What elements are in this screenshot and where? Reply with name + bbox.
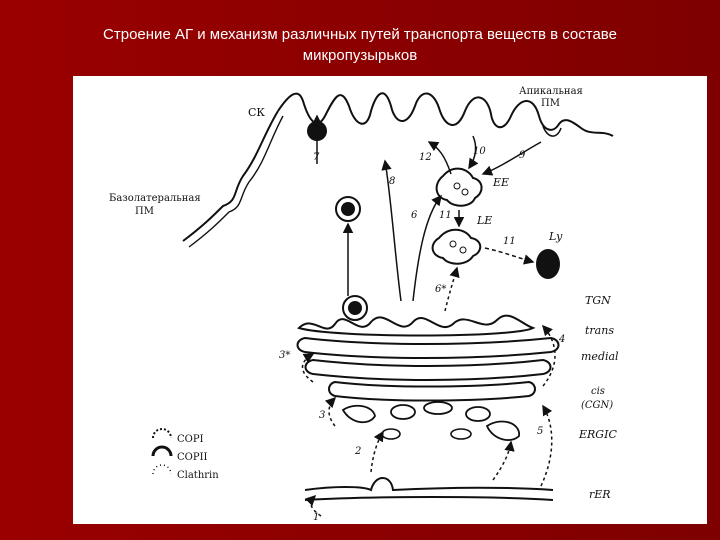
path-arrow-1 <box>304 494 322 517</box>
apical-pit <box>542 125 562 137</box>
num-4: 4 <box>558 334 565 345</box>
label-basolateral-1: Базолатеральная <box>109 193 201 204</box>
path-arrow-6plus <box>444 266 460 312</box>
ergic-vesicle <box>381 428 401 440</box>
path-arrow-11 <box>484 247 535 265</box>
cgn-fragment <box>341 404 376 424</box>
le-vesicle <box>449 240 457 248</box>
legend-label-copi: COPI <box>177 434 204 445</box>
late-endosome <box>431 228 482 265</box>
le-vesicle <box>459 246 467 254</box>
trans-cisterna <box>296 336 560 359</box>
label-trans: trans <box>585 324 614 337</box>
lysosome <box>536 249 560 279</box>
ee-vesicle <box>461 188 469 196</box>
label-ee: EE <box>492 176 509 189</box>
label-tgn: TGN <box>585 294 611 307</box>
num-12: 12 <box>419 152 432 163</box>
path-arrow-5b <box>492 440 515 481</box>
num-1: 1 <box>313 512 319 523</box>
num-6: 6 <box>411 210 418 221</box>
label-ck: СК <box>248 106 265 119</box>
num-2: 2 <box>354 446 361 457</box>
legend-label-clathrin: Clathrin <box>177 470 219 481</box>
path-arrow-2 <box>370 430 384 473</box>
num-7: 7 <box>313 152 320 163</box>
num-11b: 11 <box>503 236 516 247</box>
label-ergic: ERGIC <box>578 428 617 441</box>
path-arrow-3 <box>324 396 337 427</box>
num-10: 10 <box>473 146 486 157</box>
label-apical-1: Апикальная <box>519 86 583 97</box>
label-ly: Ly <box>548 230 563 243</box>
path-arrow-8 <box>381 159 402 302</box>
num-6plus: 6* <box>435 284 446 295</box>
copii-coat-icon <box>151 445 173 457</box>
label-cgn: (CGN) <box>581 400 613 411</box>
title-line-1: Строение АГ и механизм различных путей т… <box>103 26 617 43</box>
path-arrow-10 <box>468 135 479 170</box>
cgn-fragment <box>423 401 453 415</box>
path-arrow-4 <box>542 324 556 387</box>
path-arrow-9 <box>481 141 542 176</box>
apical-membrane <box>277 92 614 137</box>
label-le: LE <box>476 214 492 227</box>
path-arrow-12 <box>427 141 452 175</box>
legend-label-copii: COPII <box>177 452 208 463</box>
medial-cisterna <box>304 358 552 381</box>
num-3plus: 3* <box>279 350 290 361</box>
num-9: 9 <box>519 150 526 161</box>
path-arrow-6 <box>412 194 442 302</box>
cgn-fragment <box>390 404 416 420</box>
cis-cisterna <box>328 380 536 402</box>
vesicle-middle <box>341 202 355 216</box>
basolateral-membrane-inner <box>188 115 284 248</box>
label-basolateral-2: ПМ <box>135 206 154 217</box>
num-11a: 11 <box>439 210 452 221</box>
legend: COPI COPII Clathrin <box>151 428 219 481</box>
tgn-cisterna <box>297 314 536 337</box>
ee-vesicle <box>453 182 461 190</box>
num-5: 5 <box>537 426 543 437</box>
rough-er-lower <box>304 496 554 501</box>
cgn-fragment <box>465 406 491 422</box>
num-8: 8 <box>389 176 395 187</box>
slide-title: Строение АГ и механизм различных путей т… <box>40 24 680 66</box>
label-apical-2: ПМ <box>541 98 560 109</box>
label-medial: medial <box>581 350 619 363</box>
ergic-fragment <box>485 420 520 441</box>
vesicle-lower-outer <box>342 295 368 321</box>
copi-coat-icon <box>152 428 172 439</box>
label-cis: cis <box>591 386 605 397</box>
diagram-svg: СК Апикальная ПМ Базолатеральная ПМ EE L… <box>109 86 619 523</box>
path-arrow-3plus <box>301 353 315 383</box>
ergic-vesicle <box>450 428 472 440</box>
vesicle-middle-outer <box>335 196 361 222</box>
clathrin-coat-icon <box>152 464 172 475</box>
early-endosome <box>435 167 483 207</box>
path-arrow-5 <box>540 404 553 487</box>
rough-er <box>304 477 554 492</box>
title-line-2: микропузырьков <box>302 47 418 64</box>
vesicle-lower <box>348 301 362 315</box>
num-3: 3 <box>319 410 325 421</box>
label-rer: rER <box>589 488 611 501</box>
golgi-diagram: СК Апикальная ПМ Базолатеральная ПМ EE L… <box>73 76 707 524</box>
basolateral-membrane <box>182 110 279 242</box>
